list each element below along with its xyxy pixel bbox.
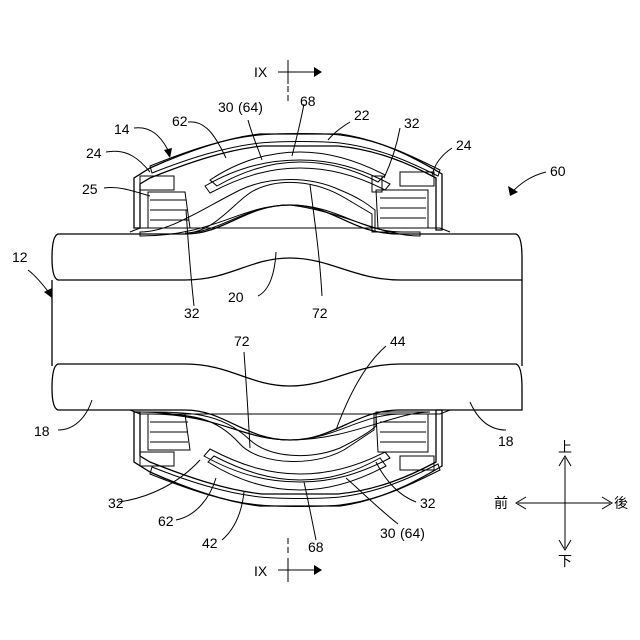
outer-sleeve-upper: [150, 134, 440, 177]
label-44: 44: [390, 333, 406, 349]
label-12: 12: [12, 249, 28, 265]
label-14: 14: [114, 121, 130, 137]
label-72-bottom: 72: [234, 333, 250, 349]
svg-text:IX: IX: [254, 563, 268, 579]
stopper-upper-right: [372, 172, 434, 228]
label-62-top: 62: [172, 113, 188, 129]
outer-bracket-lower: [134, 410, 442, 506]
label-64-bottom: (64): [400, 525, 425, 541]
direction-front-label: 前: [494, 495, 508, 512]
label-72-top: 72: [312, 305, 328, 321]
label-60: 60: [550, 163, 566, 179]
stopper-upper-left: [140, 176, 190, 228]
seal-line-upper: [130, 228, 450, 232]
direction-compass: 上 下 前 後: [494, 440, 628, 570]
inner-shaft-upper: [52, 205, 524, 282]
direction-back-label: 後: [614, 496, 628, 512]
label-64-top: (64): [238, 99, 263, 115]
label-30-bottom: 30: [380, 525, 396, 541]
label-22: 22: [354, 107, 370, 123]
outer-sleeve-lower: [150, 464, 440, 507]
svg-text:IX: IX: [254, 64, 268, 80]
label-32-top-right: 32: [404, 115, 420, 131]
label-25: 25: [82, 181, 98, 197]
label-24-left: 24: [86, 145, 102, 161]
label-20: 20: [228, 289, 244, 305]
label-24-right: 24: [456, 137, 472, 153]
leader-lines: [28, 104, 546, 540]
label-32-top-left: 32: [184, 305, 200, 321]
label-18-right: 18: [498, 433, 514, 449]
label-42: 42: [202, 535, 218, 551]
direction-down-label: 下: [558, 554, 572, 570]
label-62-bottom: 62: [158, 513, 174, 529]
stopper-lower-right: [376, 414, 434, 470]
label-32-bottom-right: 32: [420, 495, 436, 511]
inner-shaft-lower: [52, 364, 522, 440]
label-18-left: 18: [34, 423, 50, 439]
rubber-body-upper-main: [185, 182, 402, 233]
rubber-body-lower: [140, 412, 430, 456]
stopper-lower-left: [140, 414, 190, 466]
label-68-bottom: 68: [308, 539, 324, 555]
label-32-bottom-left: 32: [108, 495, 124, 511]
direction-up-label: 上: [558, 440, 572, 456]
label-68-top: 68: [300, 93, 316, 109]
label-30-top: 30: [218, 99, 234, 115]
